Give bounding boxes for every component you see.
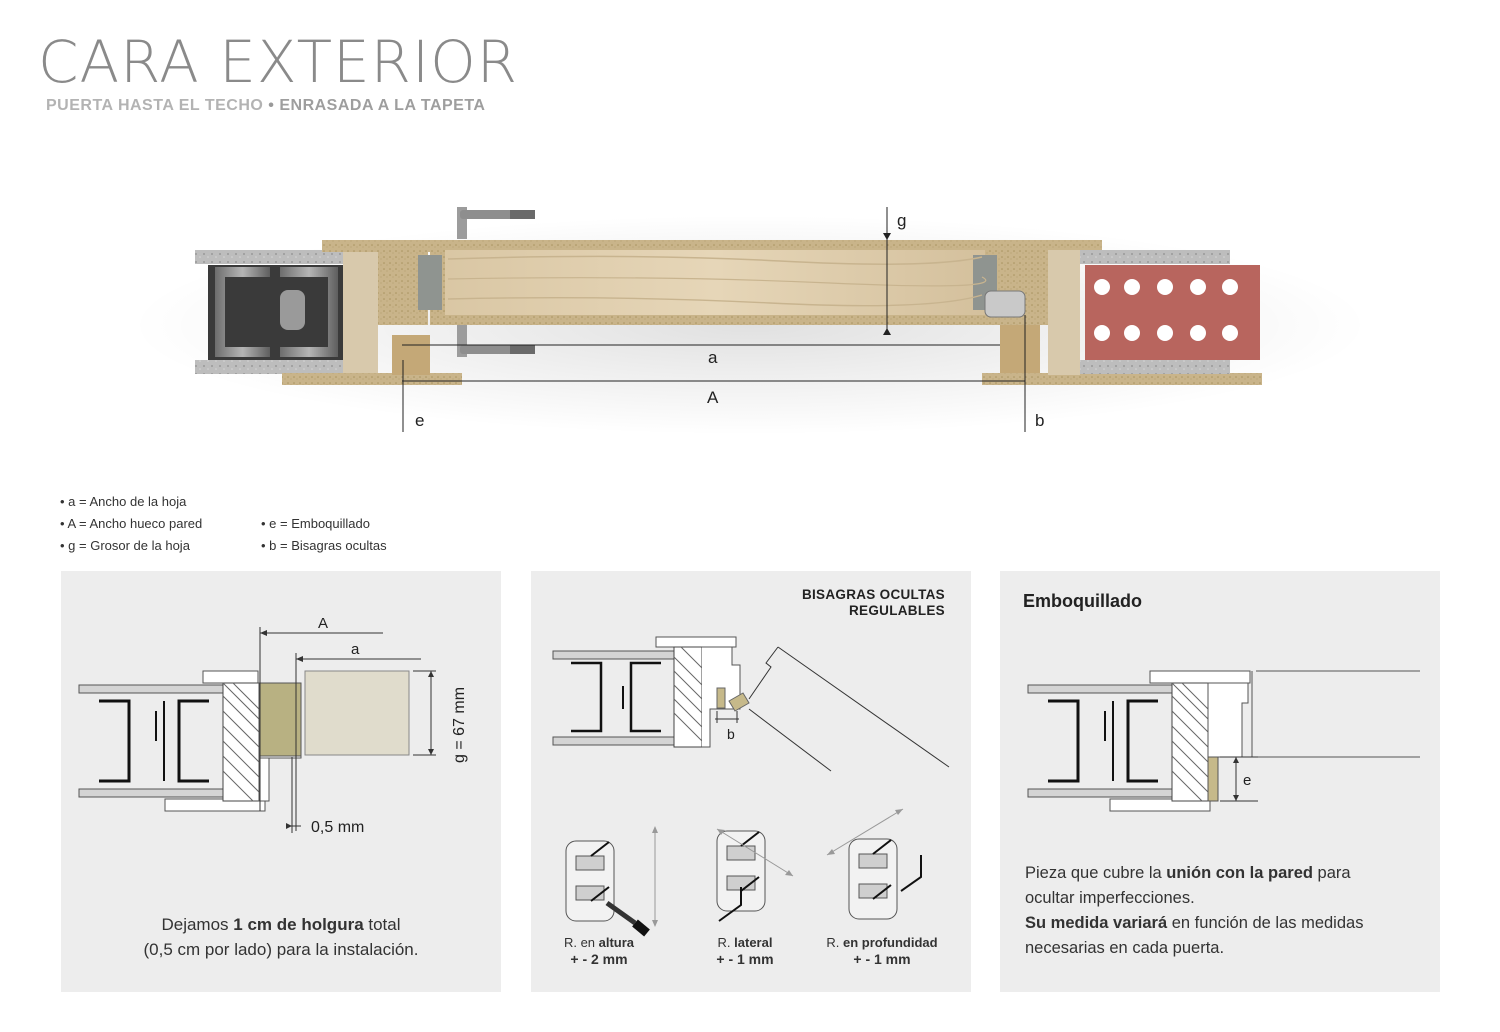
holgura-text-bold: 1 cm de holgura [233, 915, 364, 934]
panel-emboquillado: Emboquillado e Pieza que cubre la unión … [1000, 571, 1440, 992]
caption-profundidad-pre: R. [826, 935, 843, 950]
caption-lateral-bold: lateral [734, 935, 773, 950]
caption-profundidad-value: + - 1 mm [853, 951, 911, 967]
caption-altura-value: + - 2 mm [570, 951, 628, 967]
caption-altura-bold: altura [598, 935, 635, 950]
emb-text-p2-line2: necesarias en cada puerta. [1025, 939, 1225, 957]
holgura-text: Dejamos 1 cm de holgura total (0,5 cm po… [61, 912, 501, 962]
holgura-text-pre: Dejamos [161, 915, 234, 934]
legend-item: • a = Ancho de la hoja [60, 494, 187, 509]
p1-label-a: a [351, 641, 360, 658]
panel-bisagras: BISAGRAS OCULTAS REGULABLES b [531, 571, 971, 992]
emb-text-p1-bold: unión con la pared [1166, 864, 1313, 882]
label-e: e [415, 411, 424, 430]
p3-label-e: e [1243, 772, 1251, 789]
label-a: a [708, 348, 718, 367]
caption-lateral-pre: R. [717, 935, 735, 950]
bisagras-title: BISAGRAS OCULTAS REGULABLES [802, 587, 945, 619]
legend-col-2: • e = Emboquillado • b = Bisagras oculta… [261, 516, 387, 560]
hinge-height-icon [565, 826, 658, 937]
legend-item: • b = Bisagras ocultas [261, 538, 387, 553]
door-cross-section-diagram: g a A e b [130, 207, 1370, 435]
caption-altura: R. en altura + - 2 mm [551, 934, 647, 968]
emb-text-p2-bold: Su medida variará [1025, 914, 1168, 932]
label-g: g [897, 211, 906, 230]
holgura-text-post: total [363, 915, 401, 934]
p1-label-gap: 0,5 mm [311, 819, 364, 836]
p2-label-b: b [727, 726, 735, 742]
page-title: CARA EXTERIOR [38, 28, 519, 96]
caption-lateral-value: + - 1 mm [716, 951, 774, 967]
legend-col-1: • a = Ancho de la hoja • A = Ancho hueco… [60, 494, 202, 560]
p1-label-g: g = 67 mm [451, 687, 468, 763]
hinge-lateral-icon [716, 828, 794, 922]
emb-text-p1-post: para [1312, 864, 1351, 882]
emboquillado-text: Pieza que cubre la unión con la pared pa… [1025, 861, 1430, 961]
label-A: A [707, 388, 719, 407]
p1-label-A: A [318, 615, 328, 632]
legend-item: • e = Emboquillado [261, 516, 370, 531]
legend-item: • A = Ancho hueco pared [60, 516, 203, 531]
hinge-depth-icon [826, 808, 922, 920]
bisagras-diagram: b [552, 636, 950, 937]
panel-holgura: A a g = 67 mm 0,5 mm Dejamos 1 cm de hol… [61, 571, 501, 992]
caption-profundidad-bold: en profundidad [843, 935, 938, 950]
bisagras-title-line2: REGULABLES [848, 603, 945, 618]
holgura-text-line2: (0,5 cm por lado) para la instalación. [143, 940, 419, 959]
emb-text-p2-post: en función de las medidas [1167, 914, 1364, 932]
emboquillado-title: Emboquillado [1023, 591, 1142, 611]
label-b: b [1035, 411, 1044, 430]
emboquillado-diagram: e [1027, 670, 1420, 812]
emb-text-p1-line2: ocultar imperfecciones. [1025, 889, 1195, 907]
bisagras-title-line1: BISAGRAS OCULTAS [801, 587, 945, 602]
caption-profundidad: R. en profundidad + - 1 mm [807, 934, 957, 968]
legend-item: • g = Grosor de la hoja [60, 538, 190, 553]
emb-text-p1-pre: Pieza que cubre la [1025, 864, 1167, 882]
page-subtitle: PUERTA HASTA EL TECHO • ENRASADA A LA TA… [46, 97, 485, 115]
subtitle-right: ENRASADA A LA TAPETA [279, 97, 486, 114]
caption-altura-pre: R. en [563, 935, 599, 950]
subtitle-separator: • [268, 97, 275, 114]
caption-lateral: R. lateral + - 1 mm [697, 934, 793, 968]
subtitle-left: PUERTA HASTA EL TECHO [46, 97, 264, 114]
holgura-diagram: A a g = 67 mm 0,5 mm [78, 615, 468, 836]
